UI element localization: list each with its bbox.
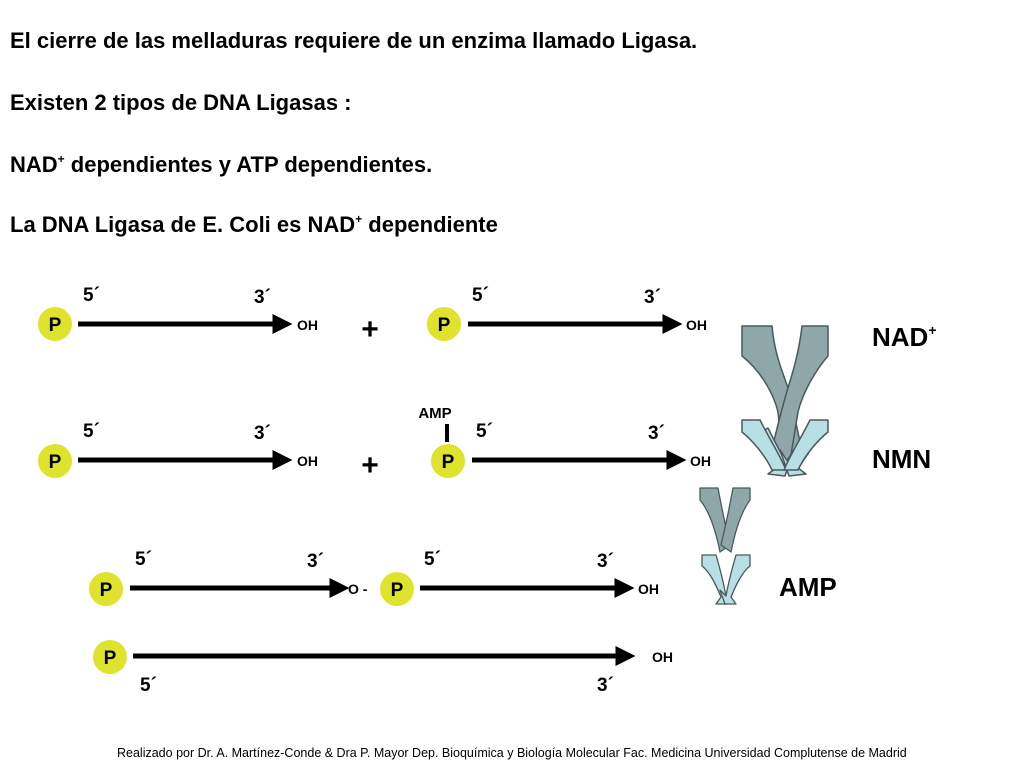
nad-superscript: + [57, 152, 65, 166]
three-prime-label: 3´ [648, 423, 665, 444]
phosphate-label: P [49, 452, 62, 473]
phosphate-label: P [104, 648, 117, 669]
small-arrow-bottom-right [719, 554, 751, 605]
ecoli-line: La DNA Ligasa de E. Coli es NAD+ dependi… [10, 212, 498, 238]
three-prime-label: 3´ [307, 551, 324, 572]
ecoli-text: La DNA Ligasa de E. Coli es NAD [10, 212, 356, 237]
amp-label: AMP [779, 572, 837, 602]
five-prime-label: 5´ [83, 285, 100, 306]
ligase-types-line: Existen 2 tipos de DNA Ligasas : [10, 90, 352, 115]
phosphate-label: P [391, 580, 404, 601]
five-prime-label: 5´ [476, 421, 493, 442]
crossed-arrow-lower-right [783, 419, 829, 471]
phosphate-label: P [438, 315, 451, 336]
oh-label: OH [690, 453, 711, 469]
phosphate-circle [38, 307, 72, 341]
nad-label: NAD+ [872, 322, 937, 352]
nad-atp-rest: dependientes y ATP dependientes. [64, 152, 433, 177]
row2-strand-left: P 5´ 3´ OH [38, 421, 318, 478]
nad-text: NAD [10, 152, 58, 177]
five-prime-label: 5´ [135, 549, 152, 570]
five-prime-label: 5´ [83, 421, 100, 442]
phosphate-circle [93, 640, 127, 674]
nmn-label: NMN [872, 444, 931, 474]
five-prime-label: 5´ [140, 675, 157, 696]
oh-label: OH [652, 649, 673, 665]
three-prime-label: 3´ [597, 551, 614, 572]
intro-line: El cierre de las melladuras requiere de … [10, 28, 698, 53]
crossed-arrow-lower-left [741, 419, 787, 471]
three-prime-label: 3´ [644, 287, 661, 308]
five-prime-label: 5´ [424, 549, 441, 570]
ecoli-superscript: + [355, 212, 363, 226]
row4-sealed-strand: P 5´ 3´ OH [93, 640, 673, 696]
oh-label: OH [297, 317, 318, 333]
row1-strand-right: P 5´ 3´ OH [427, 285, 707, 341]
three-prime-label: 3´ [254, 423, 271, 444]
nad-to-nmn-crossed-arrows [741, 325, 829, 477]
phosphate-label: P [49, 315, 62, 336]
three-prime-label: 3´ [254, 287, 271, 308]
phosphate-circle [380, 572, 414, 606]
nad-label-sup: + [928, 322, 936, 338]
phosphate-circle [427, 307, 461, 341]
phosphate-circle [431, 444, 465, 478]
three-prime-label: 3´ [597, 675, 614, 696]
plus-sign: + [361, 313, 379, 346]
oh-label: OH [297, 453, 318, 469]
oh-label: OH [638, 581, 659, 597]
phosphate-label: P [100, 580, 113, 601]
phosphate-label: P [442, 452, 455, 473]
amp-adduct-label: AMP [418, 405, 451, 422]
credits-footer: Realizado por Dr. A. Martínez-Conde & Dr… [117, 746, 907, 760]
row3-nicked-duplex: P 5´ 3´ O - P 5´ 3´ OH [89, 549, 659, 606]
oh-label: OH [686, 317, 707, 333]
nad-atp-line: NAD+ dependientes y ATP dependientes. [10, 152, 432, 178]
plus-sign: + [361, 449, 379, 482]
nad-label-text: NAD [872, 322, 928, 352]
amp-crossed-arrows [699, 487, 751, 605]
five-prime-label: 5´ [472, 285, 489, 306]
phosphate-circle [38, 444, 72, 478]
linkage-label: O - [348, 581, 368, 597]
row1-strand-left: P 5´ 3´ OH [38, 285, 318, 341]
ecoli-rest: dependiente [362, 212, 498, 237]
row2-strand-adenylated: P AMP 5´ 3´ OH [418, 405, 711, 478]
phosphate-circle [89, 572, 123, 606]
small-arrow-top-right [720, 487, 751, 553]
